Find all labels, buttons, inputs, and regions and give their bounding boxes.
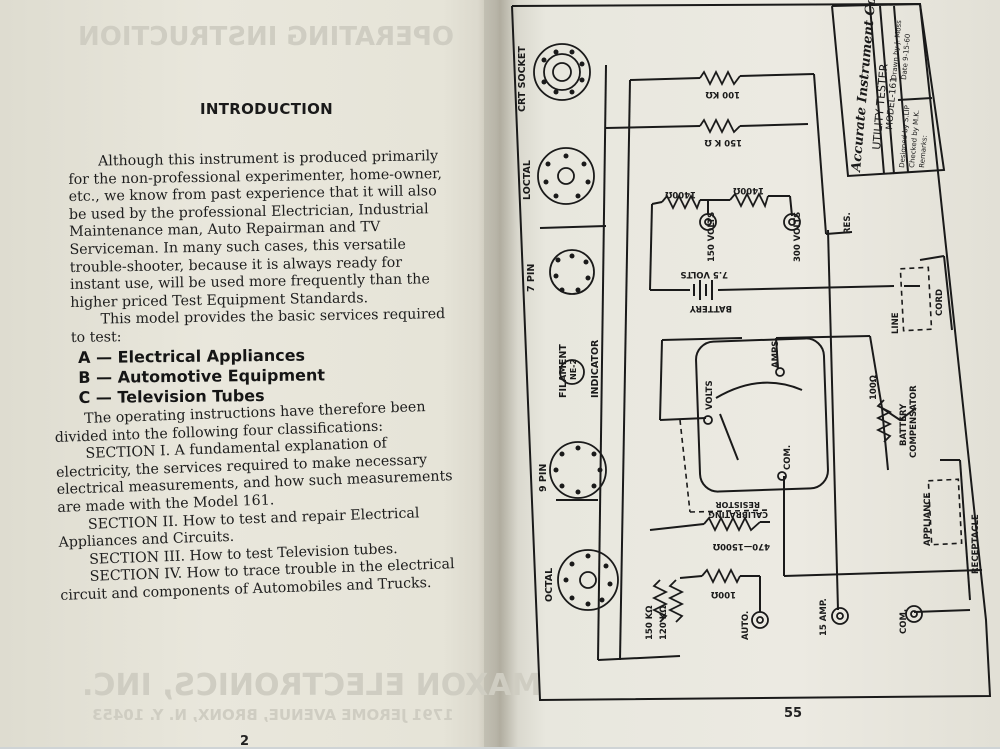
right-page-number: 55 — [784, 706, 803, 721]
label-resistor: RESISTOR — [715, 500, 760, 509]
resistor-1400-a — [661, 193, 701, 211]
jack-150v — [699, 213, 717, 231]
7pin-socket — [549, 249, 595, 295]
drawing-date: Date 9-15-60 — [900, 33, 912, 80]
label-120k: 120 KΩ — [659, 605, 669, 640]
jack-auto — [751, 611, 769, 629]
intro-text: Although this instrument is produced pri… — [68, 148, 453, 348]
resistors — [651, 69, 893, 623]
list-item: B — Automotive Equipment — [78, 365, 326, 387]
left-page-number: 2 — [240, 734, 250, 749]
remarks-label: Remarks: — [918, 135, 929, 168]
label-150k-b: 150 KΩ — [645, 605, 655, 640]
title-block-frame — [831, 2, 946, 178]
label-300v: 300 VOLTS — [793, 212, 803, 262]
label-receptacle: RECEPTACLE — [971, 514, 981, 574]
jack-com — [905, 605, 923, 623]
model-number: MODEL-161 — [885, 77, 900, 130]
service-list: A — Electrical Appliances B — Automotive… — [78, 345, 325, 408]
label-loctal: LOCTAL — [522, 160, 533, 200]
octal-socket — [557, 549, 619, 611]
label-com: COM. — [899, 609, 909, 634]
label-indicator: INDICATOR — [590, 339, 601, 398]
resistor-cal — [703, 515, 761, 533]
9pin-socket — [549, 441, 607, 499]
label-battery: BATTERY — [689, 303, 732, 313]
intro-paragraph-2: This model provides the basic services r… — [70, 306, 446, 346]
resistor-150k — [699, 117, 741, 135]
schematic-diagram: Accurate Instrument Co., Inc. UTILITY TE… — [511, 0, 992, 702]
resistor-100 — [701, 567, 741, 585]
label-9pin: 9 PIN — [538, 464, 549, 492]
intro-paragraph-1: Although this instrument is produced pri… — [68, 148, 443, 311]
meter-box — [695, 337, 829, 493]
label-appliance: APPLIANCE — [923, 492, 933, 546]
resistor-comp — [875, 399, 893, 443]
label-150v: 150 VOLTS — [707, 212, 717, 262]
label-100ohm-comp: 100Ω — [869, 375, 879, 400]
list-item: A — Electrical Appliances — [78, 345, 306, 367]
ghost-footer-address: 1791 JEROME AVENUE, BRONX, N. Y. 10453 — [92, 706, 454, 724]
ghost-footer-company: MAXON ELECTRONICS, INC. — [82, 668, 542, 703]
label-cord: CORD — [935, 289, 945, 316]
page-gutter — [478, 0, 518, 747]
label-filament: FILAMENT — [558, 344, 569, 398]
schematic-border — [511, 2, 992, 702]
label-meter-com: COM. — [783, 445, 793, 470]
loctal-socket — [537, 147, 595, 205]
ghost-header: OPERATING INSTRUCTION — [78, 22, 454, 52]
jack-15amp — [831, 607, 849, 625]
resistor-150k-b — [651, 579, 669, 623]
label-amps: AMPS. — [771, 337, 781, 368]
label-crt-socket: CRT SOCKET — [517, 46, 528, 112]
label-1400-b: 1400Ω — [733, 185, 764, 195]
label-octal: OCTAL — [544, 568, 555, 602]
resistor-120k — [667, 579, 685, 623]
label-volts: VOLTS — [705, 380, 715, 410]
label-battery-voltage: 7.5 VOLTS — [680, 269, 728, 279]
label-calibrating: CALIBRATING — [708, 510, 768, 519]
label-15amp: 15 AMP. — [819, 598, 829, 636]
label-battery-comp-1: BATTERY — [899, 403, 909, 446]
label-line: LINE — [891, 312, 901, 334]
label-150k: 150 K Ω — [705, 137, 742, 147]
crt-socket — [533, 43, 591, 101]
label-ne2: NE-2 — [569, 359, 578, 380]
label-100k: 100 KΩ — [705, 89, 740, 99]
ne2-indicator — [559, 359, 585, 385]
label-100ohm: 100Ω — [711, 589, 736, 599]
jack-300v — [783, 213, 801, 231]
label-1400-a: 1400Ω — [665, 189, 696, 199]
label-cal-value: 470—1500Ω — [713, 541, 770, 551]
resistor-100k — [699, 69, 741, 87]
label-res: RES. — [843, 212, 853, 234]
label-battery-comp-2: COMPENSATOR — [909, 385, 919, 458]
label-auto: AUTO. — [741, 611, 751, 640]
left-page — [0, 0, 520, 747]
page-title: INTRODUCTION — [200, 100, 334, 118]
label-7pin: 7 PIN — [526, 264, 537, 292]
resistor-1400-b — [729, 191, 769, 209]
sections-text: The operating instructions have therefor… — [54, 398, 463, 605]
